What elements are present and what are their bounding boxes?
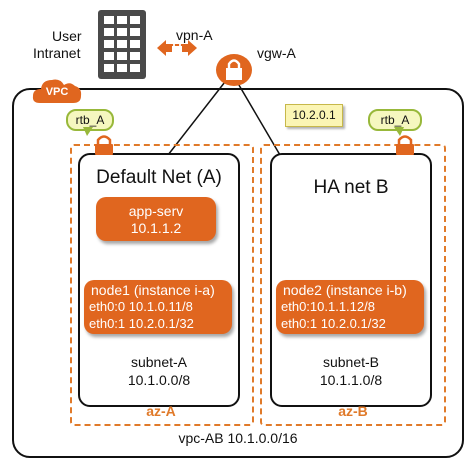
subnet-b-name: subnet-B [322,354,380,370]
node2-name: node2 (instance i-b) [283,282,407,298]
vpn-tunnel-icon [157,40,197,56]
subnet-b-cidr: 10.1.1.0/8 [319,372,383,388]
az-a-container [70,144,254,426]
node1-name: node1 (instance i-a) [91,282,215,298]
vgw-lock-icon [216,54,252,86]
vgw-label: vgw-A [257,45,296,61]
rtb-b-pointer-icon [394,127,404,136]
vpc-label: vpc-AB 10.1.0.0/16 [178,430,298,446]
route-table-b-bubble: rtb_A [368,109,422,131]
vpc-badge-label: VPC [45,86,69,98]
on-prem-label-line1: User [52,28,82,44]
vgw-to-subnet-b-line [235,79,281,156]
subnet-a-title: Default Net (A) [96,167,222,188]
app-server-name: app-serv [128,203,184,219]
vpc-cloud-icon [32,79,82,103]
node2-eth0-0: eth0:10.1.1.12/8 [281,299,375,314]
vgw-to-subnet-a-line [167,77,229,156]
subnet-a-name: subnet-A [130,354,188,370]
subnet-b-title: HA net B [313,177,389,198]
app-server-box: app-serv 10.1.1.2 [96,197,216,241]
on-prem-label-line2: Intranet [33,45,81,61]
rtb-a-pointer-icon [83,127,93,136]
vpn-label: vpn-A [176,27,213,43]
node2-eth0-1: eth0:1 10.2.0.1/32 [281,316,386,331]
az-b-container [260,144,446,426]
subnet-a-lock-icon [95,135,113,155]
subnet-a-cidr: 10.1.0.0/8 [127,372,191,388]
node1-eth0-1: eth0:1 10.2.0.1/32 [89,316,194,331]
node2-instance-box: node2 (instance i-b) eth0:10.1.1.12/8 et… [276,280,424,334]
subnet-b-lock-icon [396,135,414,155]
az-b-label: az-B [338,403,368,419]
node1-eth0-0: eth0:0 10.1.0.11/8 [89,299,193,314]
ip-tag: 10.2.0.1 [285,104,343,127]
vpc-container [12,88,464,458]
node1-instance-box: node1 (instance i-a) eth0:0 10.1.0.11/8 … [84,280,232,334]
az-a-label: az-A [146,403,176,419]
app-server-ip: 10.1.1.2 [130,220,182,236]
server-building-icon [98,10,146,79]
